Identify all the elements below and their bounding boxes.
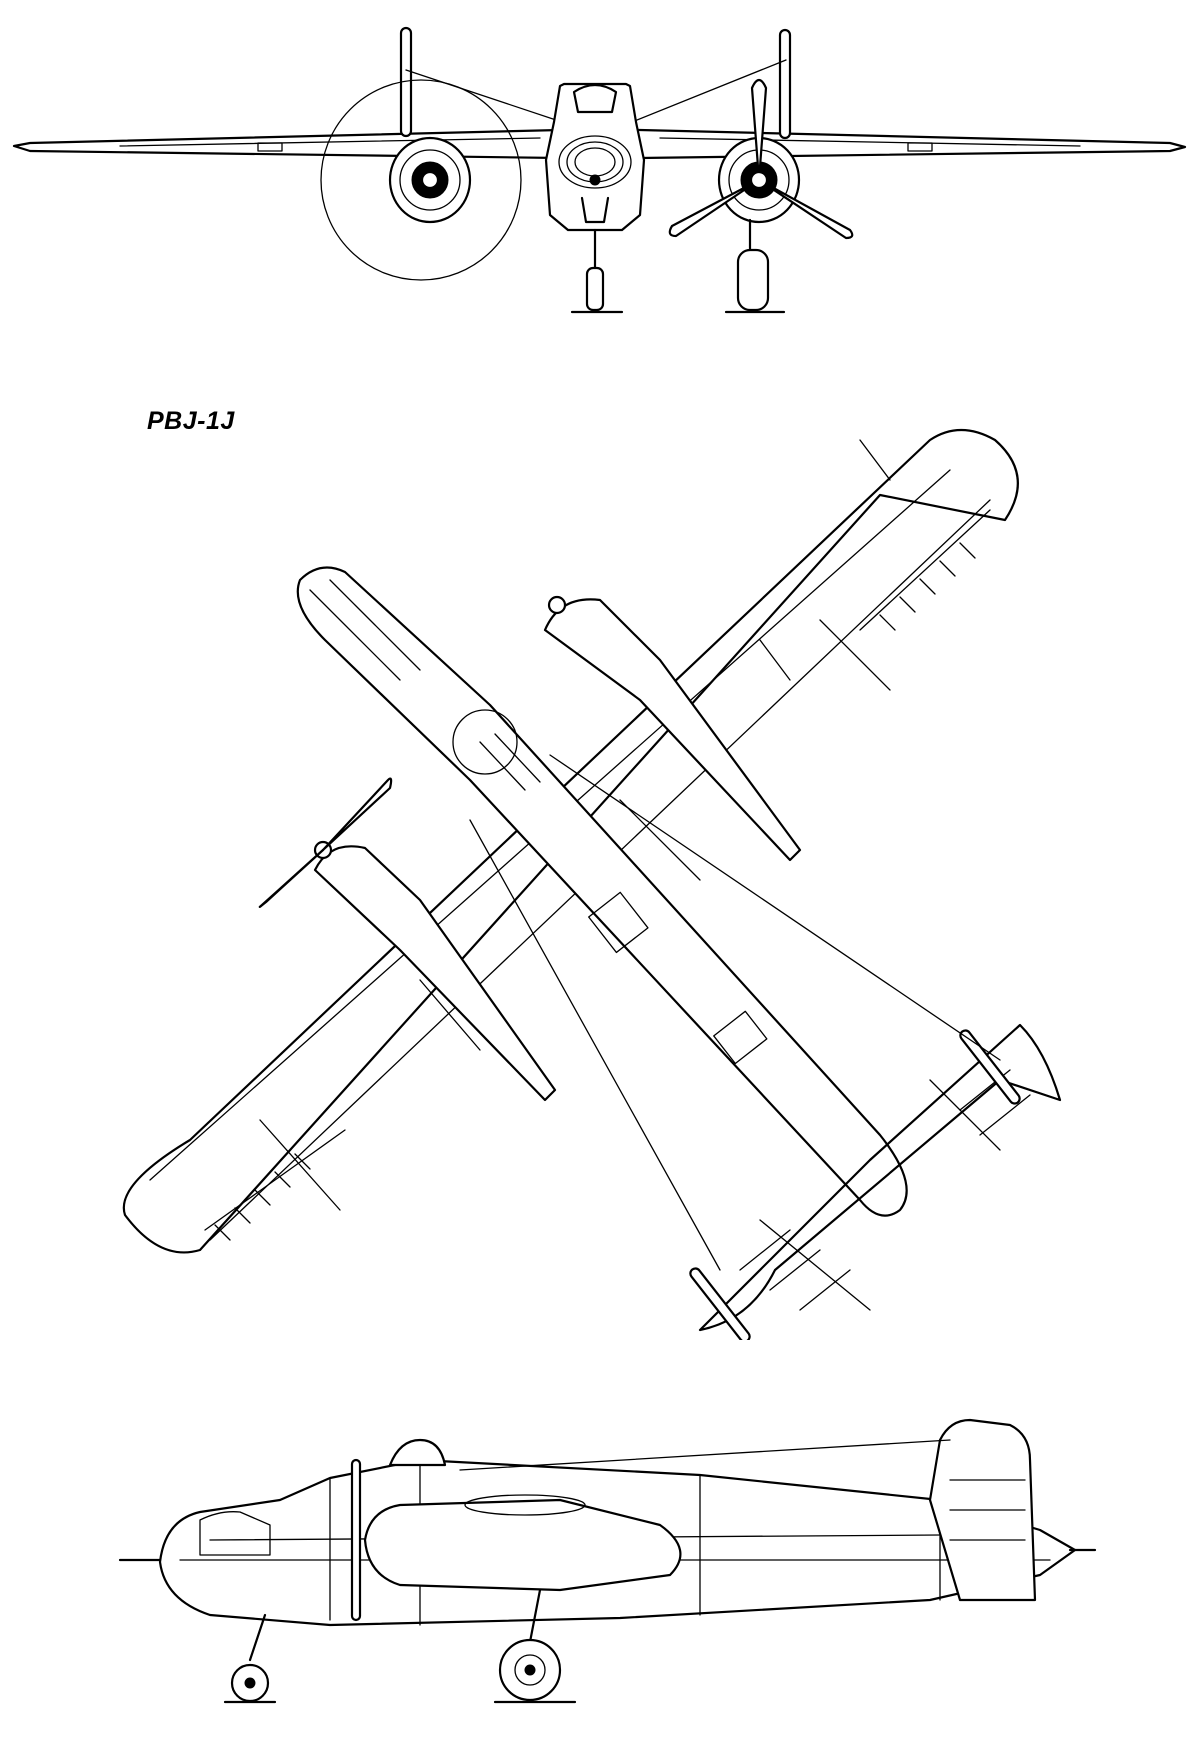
plan-wing [122, 429, 1019, 1254]
front-landing-gear [570, 218, 786, 314]
side-antenna-wire [459, 1439, 951, 1471]
plan-tailplane [689, 1023, 1062, 1340]
front-prop-disc-left [320, 79, 522, 281]
front-engine-left [388, 136, 472, 224]
side-propeller [350, 1458, 362, 1622]
front-fins [399, 26, 792, 140]
plan-antenna-wires [469, 754, 1001, 1271]
plan-fuselage [296, 566, 908, 1217]
model-label: PBJ-1J [147, 407, 235, 435]
plan-nacelle-left [258, 777, 557, 1102]
front-propeller-right [668, 78, 854, 240]
front-fuselage [544, 82, 646, 232]
side-landing-gear [118, 1548, 1097, 1704]
side-engine-nacelle [363, 1494, 682, 1592]
front-view [12, 26, 1187, 314]
front-wing [12, 128, 1187, 160]
plan-nacelle-right [543, 595, 802, 862]
plan-view [122, 429, 1062, 1340]
side-tail [928, 1418, 1037, 1602]
side-turret [388, 1438, 447, 1467]
